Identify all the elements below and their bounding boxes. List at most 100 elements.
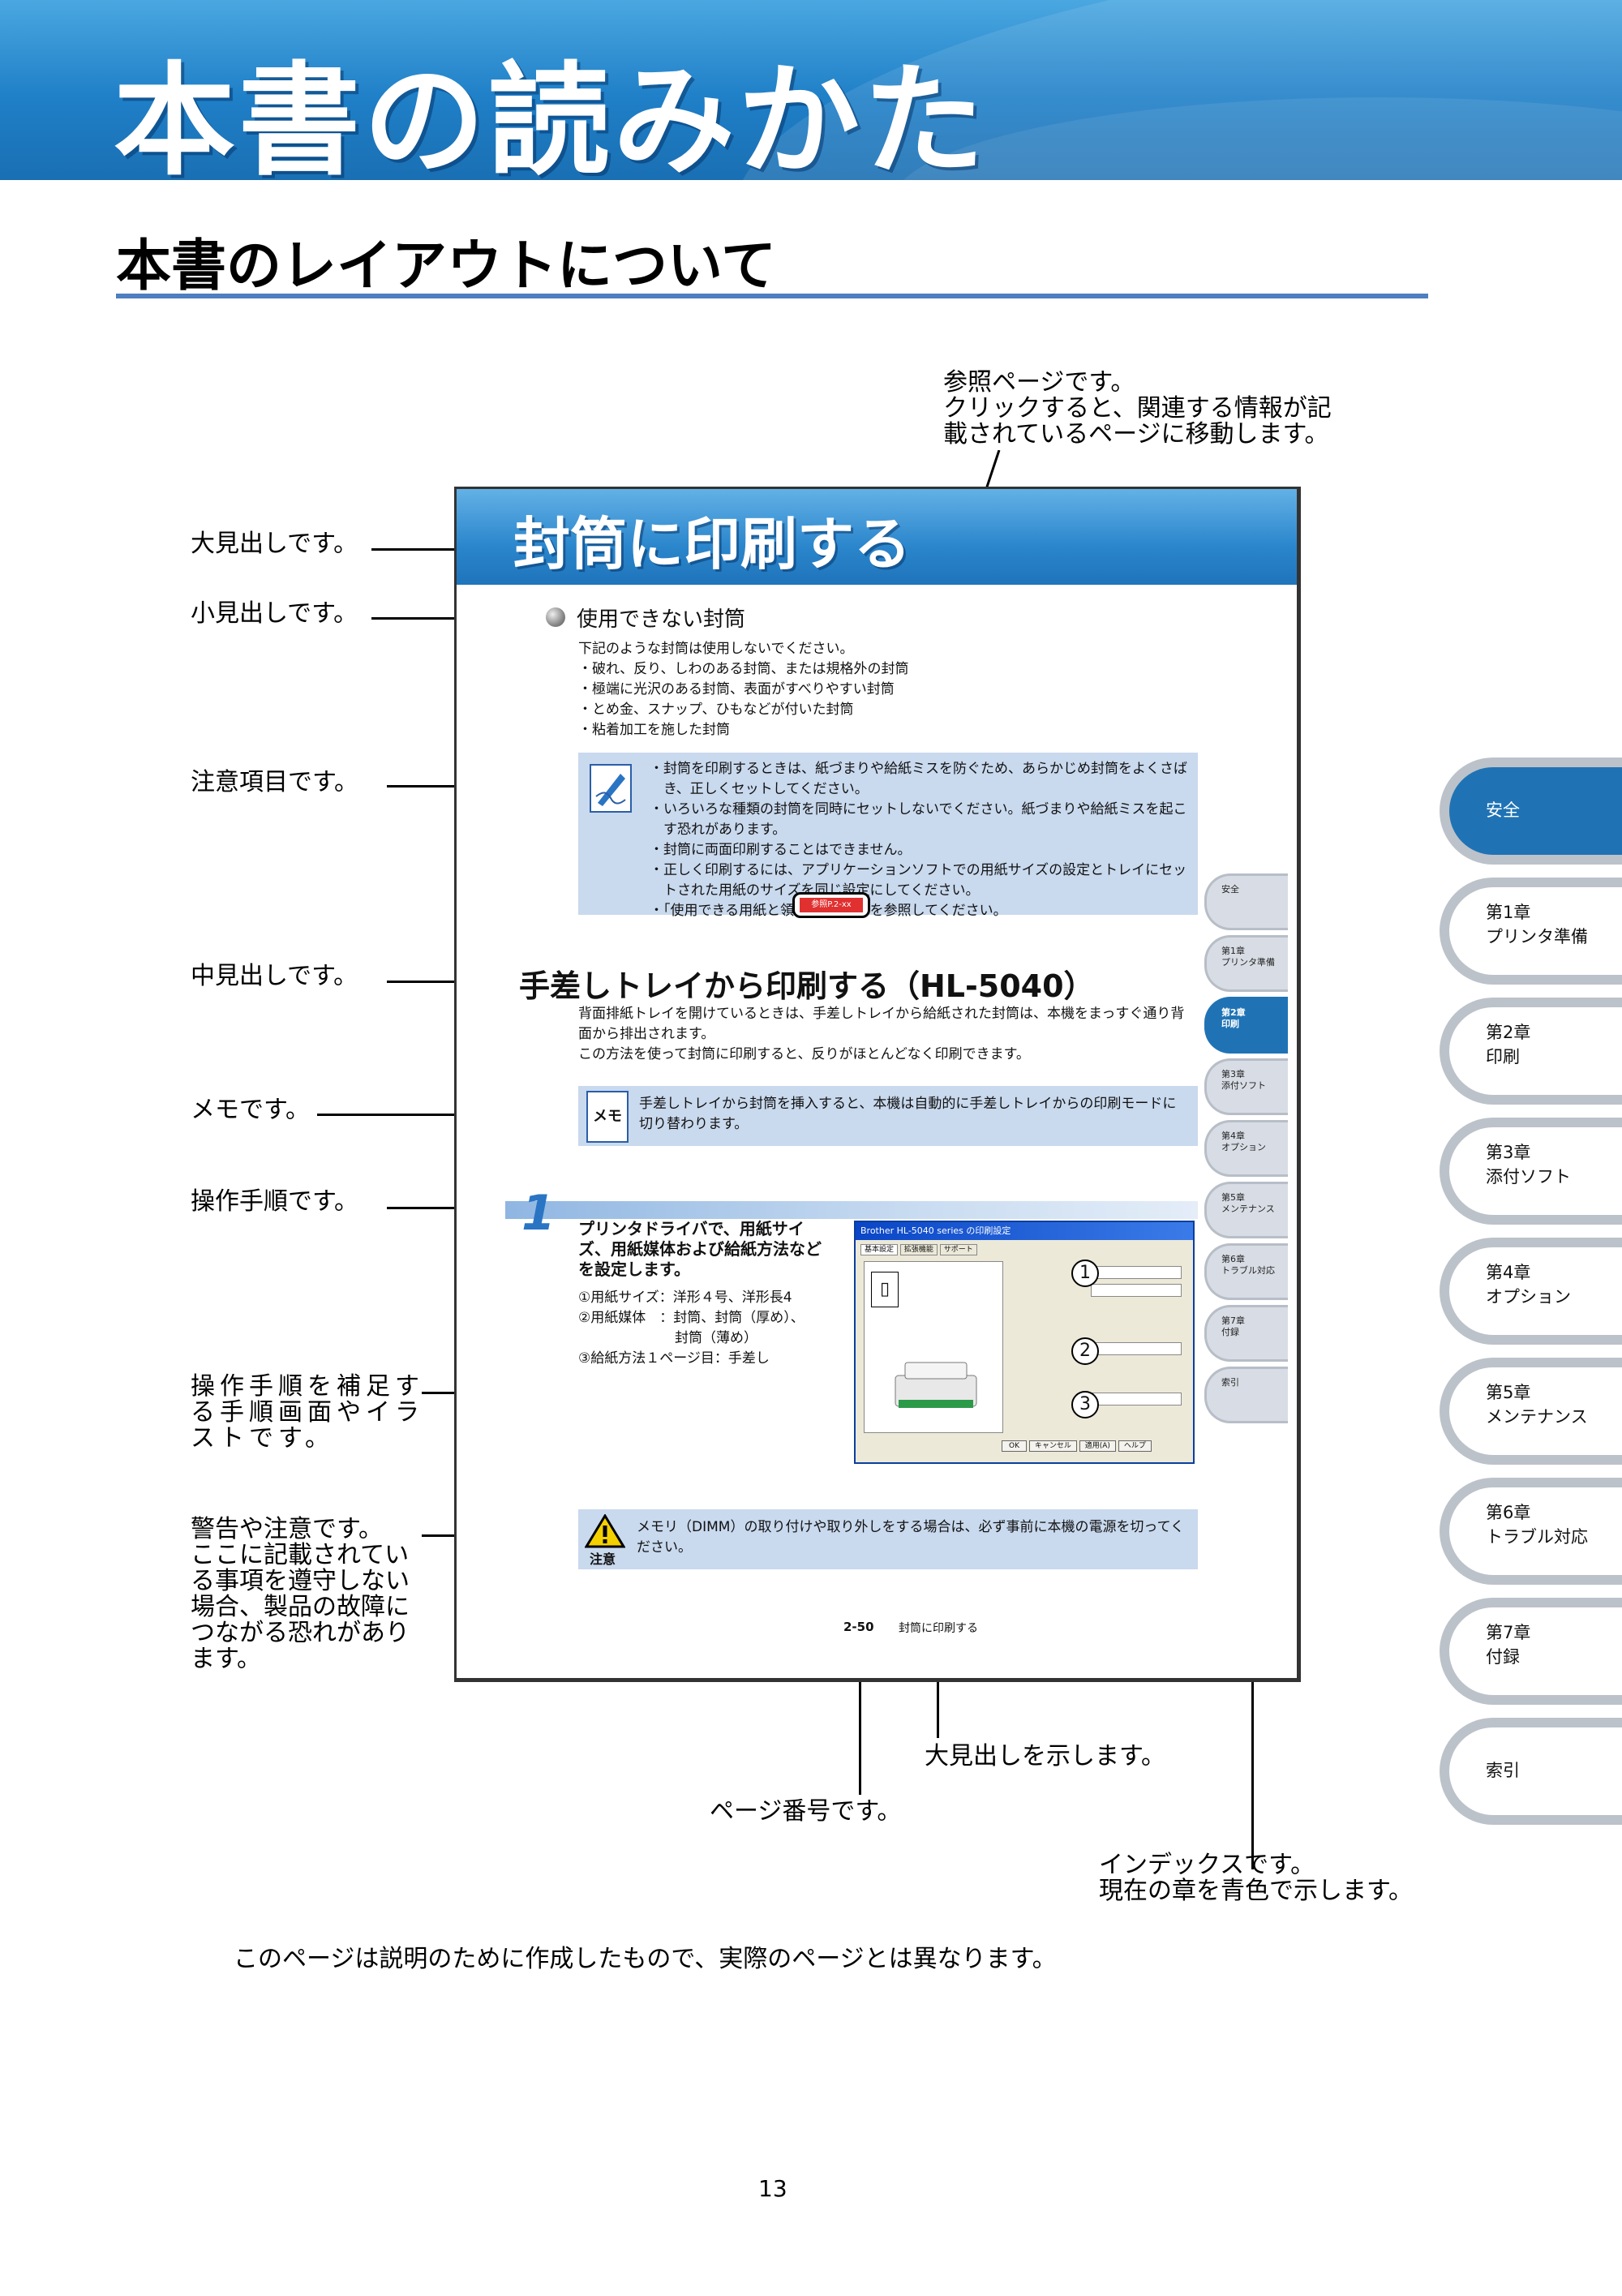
sample-main-heading: 封筒に印刷する <box>513 511 911 577</box>
tab-label: 第6章 <box>1486 1503 1531 1522</box>
marker-2: 2 <box>1071 1337 1099 1365</box>
tab-label: 添付ソフト <box>1221 1080 1266 1091</box>
warning-text: メモリ（DIMM）の取り付けや取り外しをする場合は、必ず事前に本機の電源を切って… <box>637 1517 1184 1558</box>
sample-tab-chapter1[interactable]: 第1章プリンタ準備 <box>1204 935 1288 992</box>
sample-small-heading: 使用できない封筒 <box>577 607 746 632</box>
leader-line <box>317 1114 569 1116</box>
sample-tab-chapter7[interactable]: 第7章付録 <box>1204 1305 1288 1362</box>
cancel-button[interactable]: キャンセル <box>1028 1440 1077 1452</box>
tab-label-group: 第4章オプション <box>1221 1131 1266 1153</box>
marker-3: 3 <box>1071 1391 1099 1418</box>
select-field[interactable] <box>1091 1284 1182 1297</box>
tab-label-group: 第1章プリンタ準備 <box>1486 900 1588 949</box>
index-tab-chapter1[interactable]: 第1章プリンタ準備 <box>1440 878 1622 985</box>
index-tab-chapter4[interactable]: 第4章オプション <box>1440 1238 1622 1345</box>
warning-triangle-icon <box>585 1514 625 1548</box>
warning-label: 注意 <box>590 1551 616 1567</box>
step-item: ③給紙方法１ページ目：手差し <box>578 1350 770 1367</box>
intro-line: ・極端に光沢のある封筒、表面がすべりやすい封筒 <box>578 681 895 697</box>
tab-label-group: 索引 <box>1221 1377 1239 1388</box>
sample-tab-safety[interactable]: 安全 <box>1204 873 1288 930</box>
step-item: ①用紙サイズ：洋形４号、洋形長4 <box>578 1290 792 1306</box>
tab-label-group: 第2章印刷 <box>1449 1007 1622 1095</box>
dialog-preview: ▯ <box>864 1261 1003 1433</box>
caution-line: ・いろいろな種類の封筒を同時にセットしないでください。紙づまりや給紙ミスを起こ <box>650 801 1187 818</box>
page-preview-icon: ▯ <box>871 1272 899 1307</box>
index-tab-chapter5[interactable]: 第5章メンテナンス <box>1440 1358 1622 1465</box>
index-tab-chapter6[interactable]: 第6章トラブル対応 <box>1440 1478 1622 1585</box>
callout-main-heading: 大見出しです。 <box>191 530 358 558</box>
step-item: ②用紙媒体 ：封筒、封筒（厚め）、 <box>578 1310 805 1326</box>
sample-step-band <box>505 1201 1198 1219</box>
caution-line: ・「使用できる用紙と領域」 を参照してください。 <box>650 903 1007 919</box>
page-number: 13 <box>758 2175 787 2202</box>
index-tab-safety[interactable]: 安全 <box>1440 757 1622 865</box>
index-tab-index[interactable]: 索引 <box>1440 1718 1622 1825</box>
callout-small-heading: 小見出しです。 <box>191 599 358 628</box>
sample-caution-box: ・封筒を印刷するときは、紙づまりや給紙ミスを防ぐため、あらかじめ封筒をよくさば … <box>578 753 1198 919</box>
caution-line: す恐れがあります。 <box>650 822 787 838</box>
index-tab-chapter7[interactable]: 第7章付録 <box>1440 1598 1622 1705</box>
leader-line <box>937 1657 939 1738</box>
tab-label-group: 索引 <box>1486 1758 1520 1783</box>
tab-label-group: 第2章印刷 <box>1221 1007 1246 1030</box>
sample-tab-index[interactable]: 索引 <box>1204 1367 1288 1423</box>
dialog-tab[interactable]: サポート <box>939 1244 977 1255</box>
sample-tab-chapter6[interactable]: 第6章トラブル対応 <box>1204 1243 1288 1300</box>
tab-label-group: 第3章添付ソフト <box>1221 1069 1266 1092</box>
index-tab-chapter3[interactable]: 第3章添付ソフト <box>1440 1118 1622 1225</box>
paper-size-select[interactable] <box>1091 1266 1182 1279</box>
media-type-select[interactable] <box>1091 1342 1182 1355</box>
caution-line: ・正しく印刷するには、アプリケーションソフトでの用紙サイズの設定とトレイにセッ <box>650 862 1187 878</box>
reference-badge[interactable]: 参照P.2-xx <box>800 898 863 912</box>
tab-label: 第2章 <box>1221 1007 1246 1018</box>
tab-label-group: 第7章付録 <box>1221 1315 1245 1338</box>
paper-source-select[interactable] <box>1091 1393 1182 1405</box>
help-button[interactable]: ヘルプ <box>1118 1440 1152 1452</box>
sample-tab-chapter4[interactable]: 第4章オプション <box>1204 1120 1288 1177</box>
callout-page-number: ページ番号です。 <box>710 1797 902 1826</box>
sample-memo-box: メモ 手差しトレイから封筒を挿入すると、本機は自動的に手差しトレイからの印刷モー… <box>578 1086 1198 1146</box>
dialog-tab[interactable]: 拡張機能 <box>899 1244 938 1255</box>
tab-label: 第1章 <box>1486 903 1531 922</box>
intro-line: ・破れ、反り、しわのある封筒、または規格外の封筒 <box>578 661 909 677</box>
sample-tab-chapter3[interactable]: 第3章添付ソフト <box>1204 1058 1288 1115</box>
step-item: 封筒（薄め） <box>578 1330 757 1346</box>
memo-text: 手差しトレイから封筒を挿入すると、本機は自動的に手差しトレイからの印刷モードに … <box>639 1094 1176 1135</box>
callout-warning: 警告や注意です。 ここに記載されてい る事項を遵守しない 場合、製品の故障に つ… <box>191 1517 410 1672</box>
tab-label-group: 第4章オプション <box>1449 1247 1622 1335</box>
callout-line: 警告や注意です。 <box>191 1515 383 1543</box>
sample-tab-chapter5[interactable]: 第5章メンテナンス <box>1204 1182 1288 1238</box>
tab-label-group: 安全 <box>1449 767 1622 855</box>
index-tab-chapter2[interactable]: 第2章印刷 <box>1440 998 1622 1105</box>
apply-button[interactable]: 適用(A) <box>1079 1440 1116 1452</box>
step-line: プリンタドライバで、用紙サイ <box>578 1219 805 1238</box>
caution-pen-icon <box>590 764 632 813</box>
caution-line: トされた用紙のサイズを同じ設定にしてください。 <box>650 882 980 899</box>
callout-middle-heading: 中見出しです。 <box>191 962 358 990</box>
tab-label: 安全 <box>1221 884 1239 895</box>
ok-button[interactable]: OK <box>1002 1440 1027 1452</box>
tab-label: プリンタ準備 <box>1486 927 1588 946</box>
tab-label-group: 第6章トラブル対応 <box>1486 1500 1588 1549</box>
tab-label-group: 索引 <box>1449 1727 1622 1815</box>
tab-label: トラブル対応 <box>1221 1265 1275 1276</box>
tab-label: メンテナンス <box>1221 1204 1275 1214</box>
sample-banner: 封筒に印刷する <box>457 489 1297 585</box>
sample-intro: 下記のような封筒は使用しないでください。 ・破れ、反り、しわのある封筒、または規… <box>578 639 909 740</box>
reference-link[interactable]: 参照P.2-xx <box>792 892 870 918</box>
callout-line: 載されているページに移動します。 <box>943 420 1329 448</box>
callout-line: つながる恐れがあり <box>191 1619 410 1647</box>
dialog-tab[interactable]: 基本設定 <box>860 1244 899 1255</box>
sample-warning-box: 注意 メモリ（DIMM）の取り付けや取り外しをする場合は、必ず事前に本機の電源を… <box>578 1509 1198 1569</box>
marker-1: 1 <box>1071 1260 1099 1287</box>
tab-label-group: 第6章トラブル対応 <box>1221 1254 1275 1277</box>
tab-label: 第1章 <box>1221 946 1245 956</box>
sample-tab-chapter2-active[interactable]: 第2章印刷 <box>1204 997 1288 1054</box>
printer-illustration <box>895 1362 977 1408</box>
sample-page: 封筒に印刷する 使用できない封筒 下記のような封筒は使用しないでください。 ・破… <box>454 487 1301 1682</box>
section-divider <box>116 294 1428 298</box>
callout-reference: 参照ページです。 クリックすると、関連する情報が記 載されているページに移動しま… <box>943 370 1332 448</box>
sample-middle-text: 背面排紙トレイを開けているときは、手差しトレイから給紙された封筒は、本機をまっす… <box>578 1004 1184 1065</box>
tab-label-group: 第1章プリンタ準備 <box>1449 887 1622 975</box>
